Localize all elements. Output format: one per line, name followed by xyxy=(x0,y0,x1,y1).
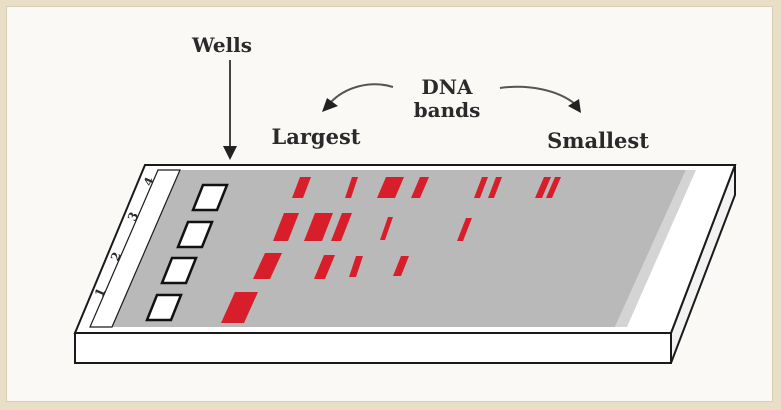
dna-band xyxy=(488,177,502,198)
wells-arrow-icon xyxy=(223,60,237,160)
dna-band xyxy=(411,177,429,198)
well xyxy=(176,220,214,249)
largest-arrow-icon xyxy=(322,83,394,112)
dna-band xyxy=(457,218,472,241)
dna-bands-label-line1: DNA xyxy=(421,75,473,99)
gel-edge-stripe xyxy=(615,170,696,327)
gel-surface xyxy=(112,170,686,327)
dna-band xyxy=(292,177,311,198)
well xyxy=(145,293,183,322)
largest-label: Largest xyxy=(271,124,360,149)
dna-band xyxy=(304,213,333,241)
smallest-arrow-icon xyxy=(499,85,581,113)
dna-band xyxy=(474,177,488,198)
dna-band xyxy=(393,256,409,276)
well xyxy=(160,256,198,285)
dna-band xyxy=(380,217,393,240)
dna-band xyxy=(253,253,282,279)
dna-band xyxy=(345,177,358,198)
dna-band xyxy=(273,213,299,241)
dna-band xyxy=(546,177,561,198)
dna-band xyxy=(349,256,363,277)
well xyxy=(191,183,229,212)
dna-band xyxy=(314,255,335,279)
dna-band xyxy=(221,292,258,323)
dna-band xyxy=(535,177,551,198)
tray-front-face xyxy=(74,332,672,364)
lane-strip xyxy=(89,169,181,328)
smallest-label: Smallest xyxy=(547,128,649,153)
dna-bands-label-line2: bands xyxy=(414,98,481,122)
wells-label: Wells xyxy=(191,33,252,57)
dna-band xyxy=(377,177,404,198)
dna-band xyxy=(331,213,352,241)
